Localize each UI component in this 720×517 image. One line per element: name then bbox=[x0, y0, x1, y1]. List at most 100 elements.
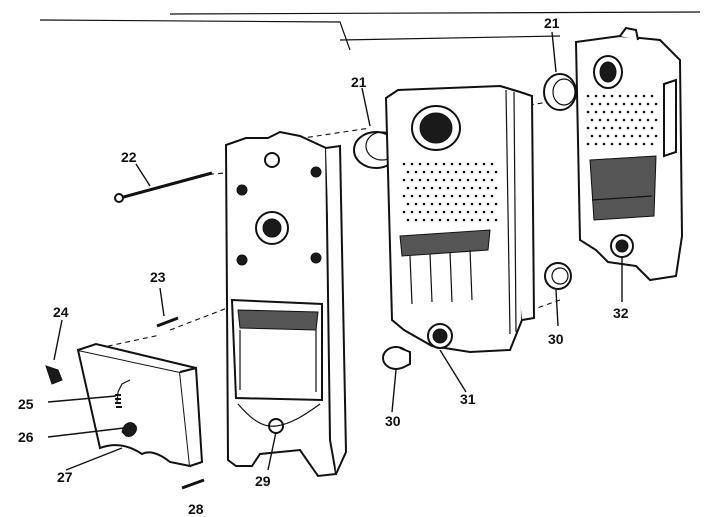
texture-dot bbox=[402, 194, 406, 198]
texture-dot bbox=[598, 102, 602, 106]
texture-dot bbox=[410, 162, 414, 166]
texture-dot bbox=[402, 178, 406, 182]
texture-dot bbox=[422, 170, 426, 174]
texture-dot bbox=[474, 178, 478, 182]
texture-dot bbox=[586, 110, 590, 114]
texture-dot bbox=[422, 202, 426, 206]
texture-dot bbox=[646, 118, 650, 122]
label-23: 23 bbox=[150, 269, 166, 285]
texture-dot bbox=[426, 162, 430, 166]
label-21-left: 21 bbox=[351, 74, 367, 90]
texture-dot bbox=[450, 194, 454, 198]
texture-dot bbox=[642, 94, 646, 98]
label-26: 26 bbox=[18, 429, 34, 445]
texture-dot bbox=[450, 178, 454, 182]
texture-dot bbox=[470, 202, 474, 206]
texture-dot bbox=[470, 186, 474, 190]
texture-dot bbox=[642, 142, 646, 146]
texture-dot bbox=[466, 210, 470, 214]
texture-dot bbox=[642, 126, 646, 130]
texture-dot bbox=[642, 110, 646, 114]
texture-dot bbox=[586, 142, 590, 146]
texture-dot bbox=[430, 170, 434, 174]
texture-dot bbox=[590, 118, 594, 122]
texture-dot bbox=[462, 170, 466, 174]
texture-dot bbox=[458, 162, 462, 166]
texture-dot bbox=[422, 186, 426, 190]
texture-dot bbox=[414, 218, 418, 222]
texture-dot bbox=[474, 194, 478, 198]
texture-dot bbox=[622, 134, 626, 138]
texture-dot bbox=[622, 102, 626, 106]
texture-dot bbox=[450, 210, 454, 214]
texture-dot bbox=[626, 142, 630, 146]
texture-dot bbox=[598, 118, 602, 122]
texture-dot bbox=[622, 118, 626, 122]
texture-dot bbox=[590, 134, 594, 138]
part-31-dot-pattern bbox=[402, 162, 498, 222]
texture-dot bbox=[438, 186, 442, 190]
texture-dot bbox=[482, 178, 486, 182]
texture-dot bbox=[434, 162, 438, 166]
texture-dot bbox=[614, 134, 618, 138]
texture-dot bbox=[414, 186, 418, 190]
texture-dot bbox=[486, 186, 490, 190]
texture-dot bbox=[490, 194, 494, 198]
texture-dot bbox=[414, 202, 418, 206]
label-28: 28 bbox=[188, 501, 204, 517]
texture-dot bbox=[494, 218, 498, 222]
texture-dot bbox=[586, 94, 590, 98]
texture-dot bbox=[438, 218, 442, 222]
texture-dot bbox=[438, 170, 442, 174]
texture-dot bbox=[478, 186, 482, 190]
texture-dot bbox=[446, 170, 450, 174]
texture-dot bbox=[650, 110, 654, 114]
texture-dot bbox=[462, 218, 466, 222]
texture-dot bbox=[494, 202, 498, 206]
texture-dot bbox=[606, 102, 610, 106]
texture-dot bbox=[406, 186, 410, 190]
texture-dot bbox=[486, 218, 490, 222]
texture-dot bbox=[422, 218, 426, 222]
texture-dot bbox=[458, 178, 462, 182]
part-30-plug-front bbox=[382, 346, 411, 370]
texture-dot bbox=[646, 134, 650, 138]
texture-dot bbox=[454, 170, 458, 174]
texture-dot bbox=[594, 126, 598, 130]
texture-dot bbox=[430, 218, 434, 222]
texture-dot bbox=[594, 110, 598, 114]
part-23-pin bbox=[156, 316, 179, 328]
texture-dot bbox=[630, 102, 634, 106]
label-29: 29 bbox=[255, 473, 271, 489]
label-30-rear: 30 bbox=[548, 331, 564, 347]
texture-dot bbox=[466, 162, 470, 166]
part-24-wing-nut bbox=[45, 365, 63, 385]
texture-dot bbox=[446, 218, 450, 222]
texture-dot bbox=[446, 202, 450, 206]
paper-edge-lines bbox=[39, 11, 701, 51]
texture-dot bbox=[454, 202, 458, 206]
texture-dot bbox=[634, 142, 638, 146]
texture-dot bbox=[442, 210, 446, 214]
texture-dot bbox=[418, 194, 422, 198]
label-30-front: 30 bbox=[385, 413, 401, 429]
part-21-ring-right bbox=[543, 73, 577, 111]
texture-dot bbox=[482, 194, 486, 198]
texture-dot bbox=[402, 210, 406, 214]
texture-dot bbox=[434, 194, 438, 198]
texture-dot bbox=[478, 170, 482, 174]
texture-dot bbox=[426, 210, 430, 214]
part-28-pin bbox=[181, 478, 205, 490]
part-32-rear-section bbox=[574, 26, 684, 282]
texture-dot bbox=[650, 94, 654, 98]
texture-dot bbox=[634, 110, 638, 114]
texture-dot bbox=[654, 134, 658, 138]
texture-dot bbox=[462, 202, 466, 206]
texture-dot bbox=[618, 142, 622, 146]
texture-dot bbox=[442, 194, 446, 198]
texture-dot bbox=[594, 142, 598, 146]
texture-dot bbox=[630, 118, 634, 122]
texture-dot bbox=[482, 162, 486, 166]
